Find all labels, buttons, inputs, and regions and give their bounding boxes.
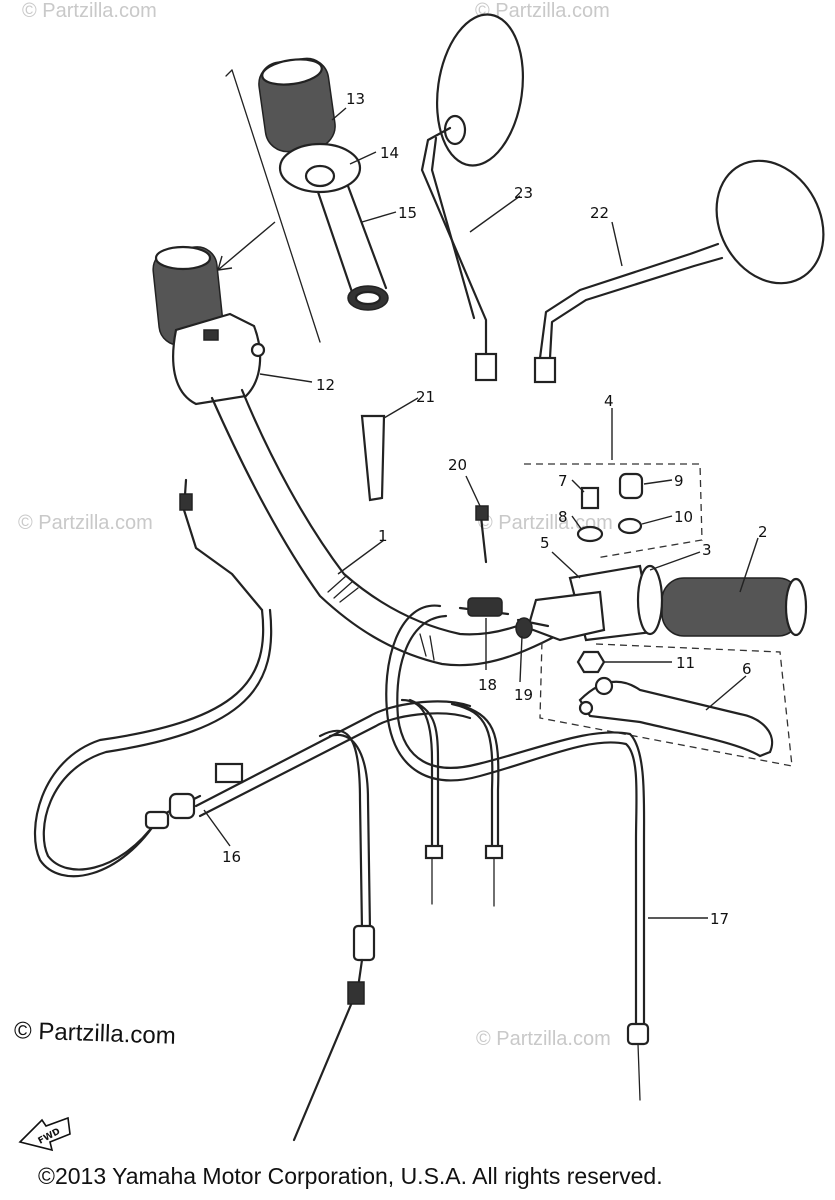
- callout-22: 22: [590, 204, 609, 222]
- adjuster-group-4: [524, 408, 703, 559]
- brand-watermark: © Partzilla.com: [13, 1017, 177, 1050]
- callout-1: 1: [378, 527, 388, 545]
- grip-sleeve-15: [316, 184, 388, 294]
- callout-16: 16: [222, 848, 241, 866]
- callout-2: 2: [758, 523, 768, 541]
- clamp-21: [360, 414, 386, 502]
- callout-10: 10: [674, 508, 693, 526]
- callout-17: 17: [710, 910, 729, 928]
- washer-8: [576, 525, 604, 543]
- callout-7: 7: [558, 472, 568, 490]
- callout-3: 3: [702, 541, 712, 559]
- left-switch-assembly-12: [152, 245, 266, 406]
- leader-lines: [203, 107, 759, 919]
- adjuster-18: [458, 597, 510, 617]
- callout-14: 14: [380, 144, 399, 162]
- callout-9: 9: [674, 472, 684, 490]
- callout-12: 12: [316, 376, 335, 394]
- callout-13: 13: [346, 90, 365, 108]
- copyright-notice: ©2013 Yamaha Motor Corporation, U.S.A. A…: [38, 1163, 663, 1189]
- callout-6: 6: [742, 660, 752, 678]
- grip-detail-group: [217, 57, 389, 343]
- cables: [33, 478, 650, 1142]
- callout-20: 20: [448, 456, 467, 474]
- detail-bracket-line: [231, 69, 321, 343]
- callout-labels: 1 2 3 4 5 6 7 8 9 10 11 12 13 14 15 16 1…: [222, 90, 768, 928]
- brake-lever-6: [539, 639, 793, 767]
- watermark-middle-center: © Partzilla.com: [478, 512, 613, 534]
- forward-arrow-icon: FWD: [18, 1116, 71, 1152]
- washer-10: [617, 517, 643, 535]
- callout-4: 4: [604, 392, 614, 410]
- mirror-23: [420, 13, 525, 382]
- callout-23: 23: [514, 184, 533, 202]
- detail-arrow: [217, 221, 276, 271]
- lever-holder-5: [526, 590, 606, 642]
- bolt-7: [580, 486, 600, 510]
- throttle-grip-2: [661, 577, 801, 637]
- watermark-middle-left: © Partzilla.com: [18, 512, 153, 534]
- callout-5: 5: [540, 534, 550, 552]
- cap-9: [618, 472, 644, 500]
- callout-18: 18: [478, 676, 497, 694]
- callout-11: 11: [676, 654, 695, 672]
- callout-15: 15: [398, 204, 417, 222]
- watermark-top-left: © Partzilla.com: [22, 0, 157, 22]
- watermark-bottom-center: © Partzilla.com: [476, 1028, 611, 1050]
- callout-8: 8: [558, 508, 568, 526]
- callout-21: 21: [416, 388, 435, 406]
- mirror-22: [533, 159, 825, 384]
- bolt-20: [475, 505, 489, 564]
- callout-19: 19: [514, 686, 533, 704]
- nut-11: [576, 650, 606, 674]
- right-control-assembly: [515, 564, 808, 642]
- watermark-top-center: © Partzilla.com: [475, 0, 610, 22]
